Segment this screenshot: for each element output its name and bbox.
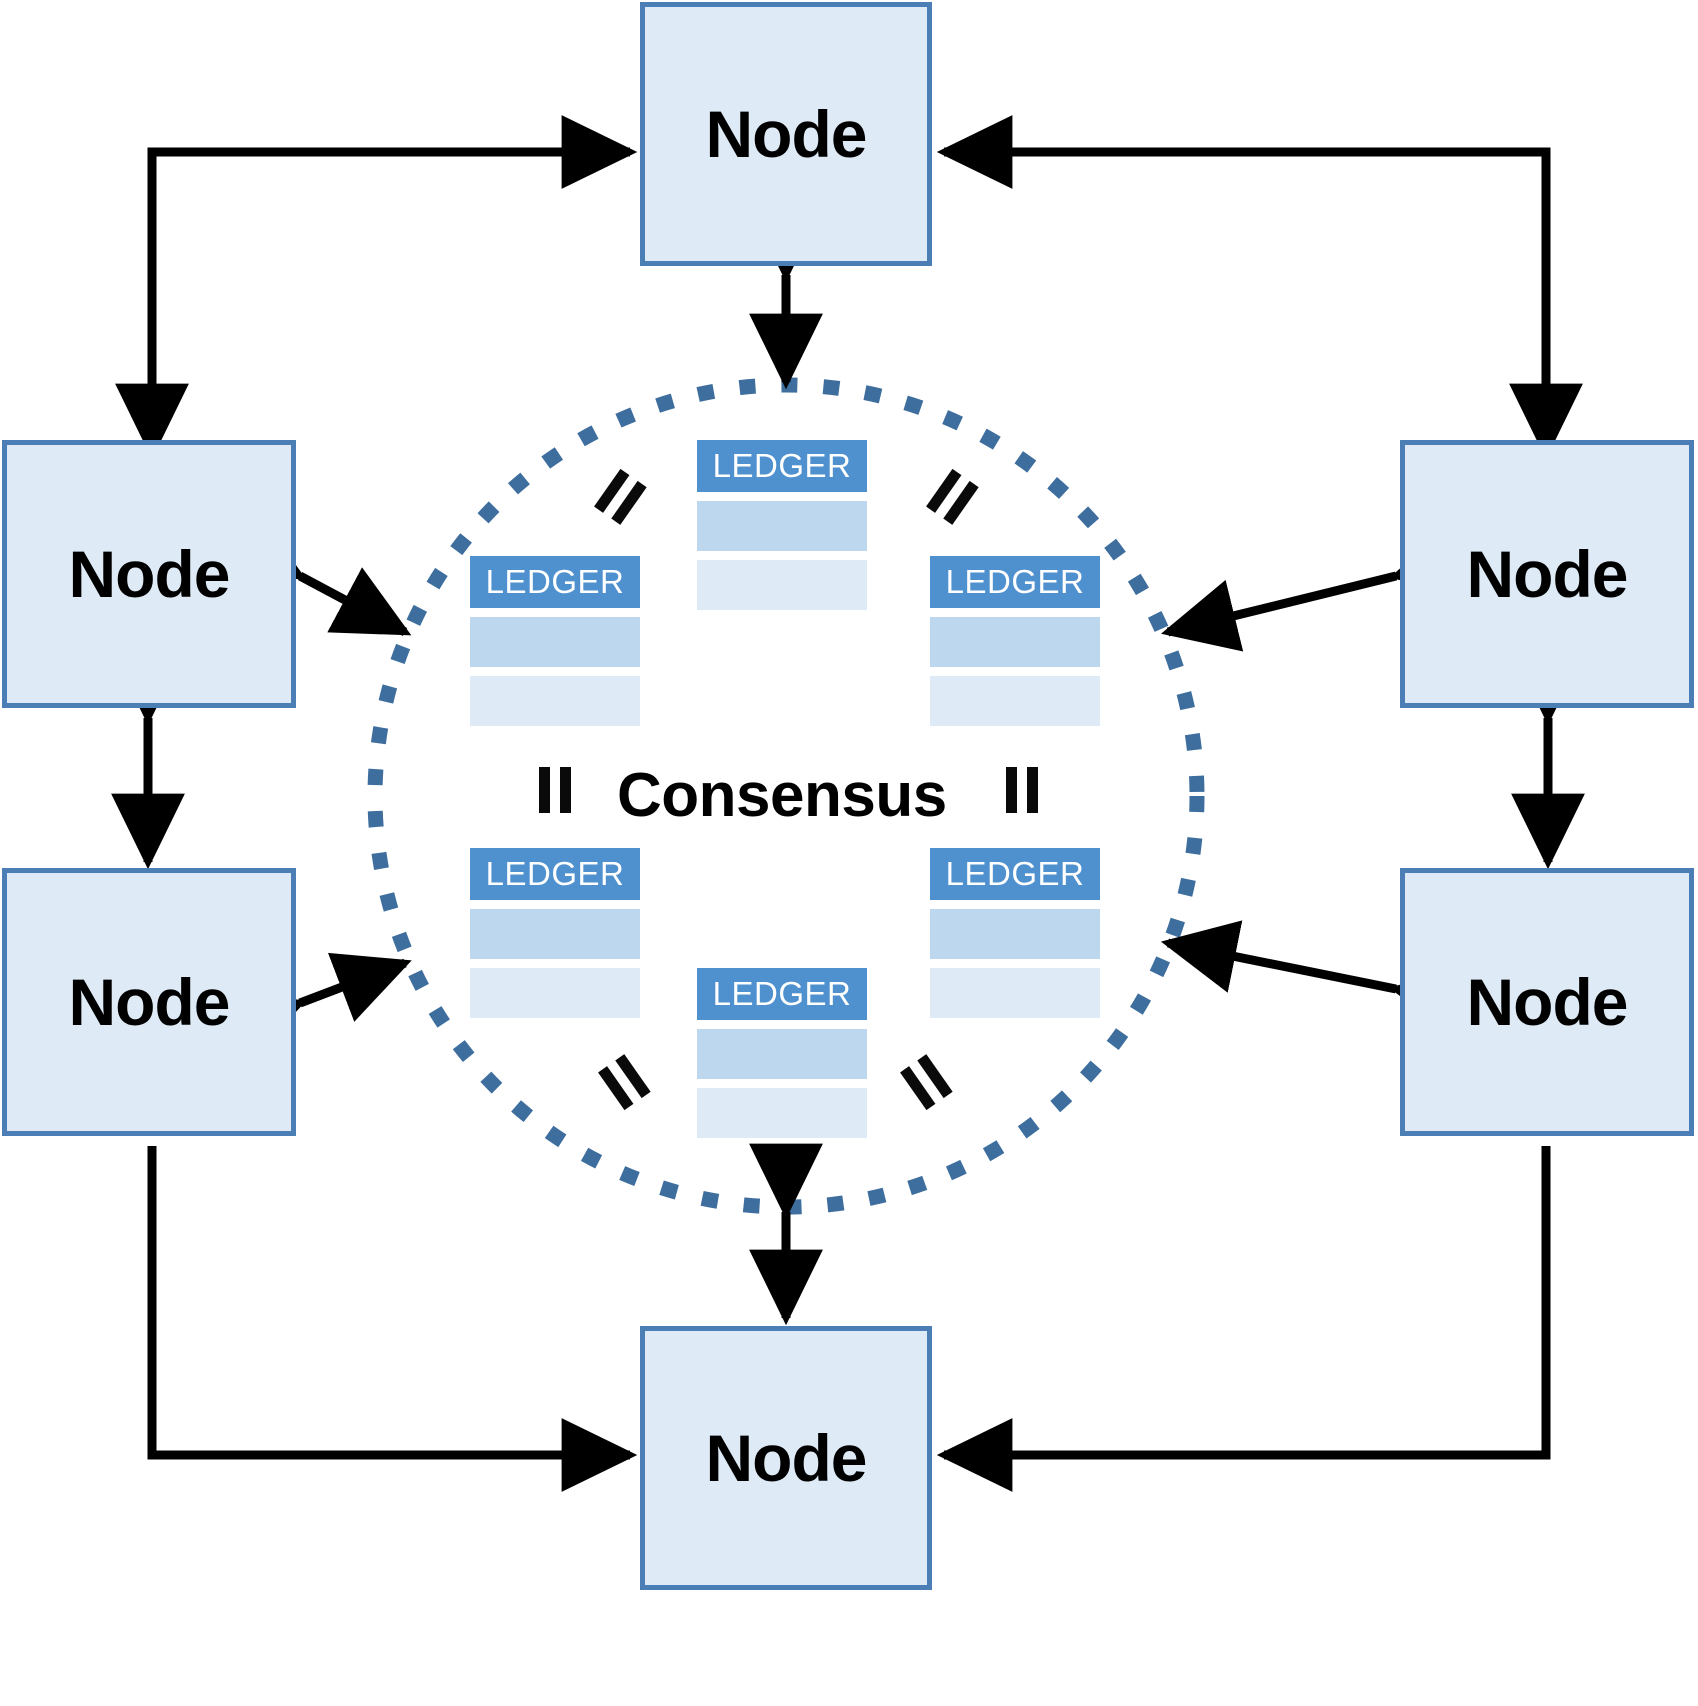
ledger-bottom-row-1 bbox=[697, 1029, 867, 1079]
node-bottom-label: Node bbox=[705, 1421, 868, 1495]
ledger-top-row-2 bbox=[697, 560, 867, 610]
node-top-label: Node bbox=[705, 97, 868, 171]
equality-mark-middle-right bbox=[1002, 767, 1046, 813]
consensus-label: Consensus bbox=[617, 761, 947, 830]
ledger-left-upper[interactable]: LEDGER bbox=[470, 556, 640, 726]
ledger-top[interactable]: LEDGER bbox=[697, 440, 867, 610]
ledger-right-lower[interactable]: LEDGER bbox=[930, 848, 1100, 1018]
node-bottom[interactable]: Node bbox=[640, 1326, 932, 1590]
ledger-bottom-row-2 bbox=[697, 1088, 867, 1138]
arrow-leftlower-consensus bbox=[222, 952, 412, 1062]
node-left-upper[interactable]: Node bbox=[2, 440, 296, 708]
ledger-left-upper-row-2 bbox=[470, 676, 640, 726]
node-top[interactable]: Node bbox=[640, 2, 932, 266]
ledger-right-upper-row-1 bbox=[930, 617, 1100, 667]
ledger-right-lower-row-2 bbox=[930, 968, 1100, 1018]
arrow-rightupper-to-top bbox=[936, 115, 1551, 455]
arrow-leftupper-consensus bbox=[222, 511, 412, 636]
node-right-upper-label: Node bbox=[1466, 537, 1629, 611]
ledger-left-lower[interactable]: LEDGER bbox=[470, 848, 640, 1018]
ledger-right-lower-header: LEDGER bbox=[930, 848, 1100, 900]
arrow-leftlower-to-bottom bbox=[147, 1146, 638, 1492]
arrow-rightlower-to-bottom bbox=[936, 1146, 1551, 1492]
node-left-lower[interactable]: Node bbox=[2, 868, 296, 1136]
node-left-lower-label: Node bbox=[68, 965, 231, 1039]
ledger-right-upper-row-2 bbox=[930, 676, 1100, 726]
ledger-right-upper-header: LEDGER bbox=[930, 556, 1100, 608]
ledger-bottom-header: LEDGER bbox=[697, 968, 867, 1020]
node-right-lower-label: Node bbox=[1466, 965, 1629, 1039]
arrow-rightupper-consensus bbox=[1161, 523, 1472, 652]
node-right-upper[interactable]: Node bbox=[1400, 440, 1694, 708]
ledger-bottom[interactable]: LEDGER bbox=[697, 968, 867, 1138]
ledger-left-upper-header: LEDGER bbox=[470, 556, 640, 608]
ledger-left-lower-row-1 bbox=[470, 909, 640, 959]
arrow-rightlower-consensus bbox=[1160, 920, 1471, 1039]
ledger-right-lower-row-1 bbox=[930, 909, 1100, 959]
equality-mark-middle-left bbox=[535, 767, 579, 813]
arrow-leftupper-to-top bbox=[147, 115, 638, 455]
node-right-lower[interactable]: Node bbox=[1400, 868, 1694, 1136]
ledger-left-upper-row-1 bbox=[470, 617, 640, 667]
ledger-left-lower-header: LEDGER bbox=[470, 848, 640, 900]
ledger-top-row-1 bbox=[697, 501, 867, 551]
ledger-top-header: LEDGER bbox=[697, 440, 867, 492]
ledger-right-upper[interactable]: LEDGER bbox=[930, 556, 1100, 726]
node-left-upper-label: Node bbox=[68, 537, 231, 611]
ledger-left-lower-row-2 bbox=[470, 968, 640, 1018]
